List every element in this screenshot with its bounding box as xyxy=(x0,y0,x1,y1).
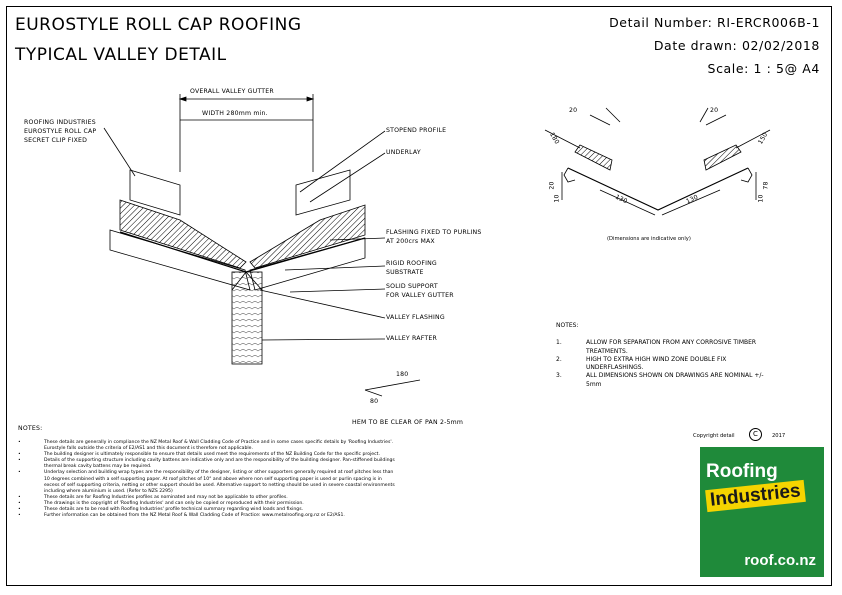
label-hem: HEM TO BE CLEAR OF PAN 2-5mm xyxy=(352,419,464,426)
label-dim-180: 180 xyxy=(396,371,409,378)
valley-rafter xyxy=(231,271,263,365)
label-solid-1: SOLID SUPPORT xyxy=(386,283,438,290)
label-dim-80: 80 xyxy=(370,398,379,405)
drawing-title-line1: EUROSTYLE ROLL CAP ROOFING xyxy=(15,15,302,35)
label-underlay: UNDERLAY xyxy=(386,149,421,156)
section-dim-10b: 10 xyxy=(757,194,765,203)
note-item: •The drawings is the copyright of 'Roofi… xyxy=(18,500,304,506)
section-caption: (Dimensions are indicative only) xyxy=(607,236,691,242)
note-item: including where aluminium is used. (Refe… xyxy=(44,488,173,494)
note-item: •The building designer is ultimately res… xyxy=(18,452,380,458)
label-rigid-1: RIGID ROOFING xyxy=(386,260,437,267)
label-width: WIDTH 280mm min. xyxy=(202,110,268,117)
logo-line1: Roofing xyxy=(706,461,778,482)
label-roll-cap-3: SECRET CLIP FIXED xyxy=(24,137,88,144)
note-item: 10 degrees combined with a self supporti… xyxy=(44,476,382,482)
left-roll-cap-panel xyxy=(129,169,181,216)
label-valley-flashing: VALLEY FLASHING xyxy=(386,314,445,321)
copyright-year: 2017 xyxy=(772,433,786,439)
label-flashing-1: FLASHING FIXED TO PURLINS xyxy=(386,229,482,236)
right-note-item: 2.HIGH TO EXTRA HIGH WIND ZONE DOUBLE FI… xyxy=(556,355,727,372)
section-dim-20b: 20 xyxy=(710,107,719,114)
section-dim-10: 10 xyxy=(553,194,561,203)
right-notes-heading: NOTES: xyxy=(556,322,579,329)
drawing-sheet-border xyxy=(6,6,832,586)
right-note-item: 1.ALLOW FOR SEPARATION FROM ANY CORROSIV… xyxy=(556,339,757,355)
label-overall-gutter: OVERALL VALLEY GUTTER xyxy=(190,88,274,95)
roofing-industries-logo: Roofing Industries roof.co.nz xyxy=(700,447,824,577)
note-item: •These details are generally in complian… xyxy=(18,440,394,445)
notes-list: •These details are generally in complian… xyxy=(18,440,558,519)
copyright-text: Copyright detail xyxy=(693,433,735,439)
note-item: excess of self supporting criteria, nett… xyxy=(44,482,395,488)
notes-heading: NOTES: xyxy=(18,425,43,432)
note-item: Eurostyle falls outside the criteria of … xyxy=(44,446,253,452)
label-solid-2: FOR VALLEY GUTTER xyxy=(386,292,454,299)
detail-number: Detail Number: RI-ERCR006B-1 xyxy=(609,15,820,30)
label-rigid-2: SUBSTRATE xyxy=(386,269,424,276)
scale: Scale: 1 : 5@ A4 xyxy=(707,61,820,76)
label-flashing-2: AT 200crs MAX xyxy=(386,238,435,245)
note-item: •These details are for Roofing Industrie… xyxy=(18,494,288,500)
label-roll-cap-1: ROOFING INDUSTRIES xyxy=(24,119,96,126)
section-dim-20c: 20 xyxy=(548,181,556,190)
logo-website: roof.co.nz xyxy=(744,552,816,569)
right-note-item: 3.ALL DIMENSIONS SHOWN ON DRAWINGS ARE N… xyxy=(556,372,764,388)
date-drawn: Date drawn: 02/02/2018 xyxy=(653,38,820,53)
section-dim-20a: 20 xyxy=(569,107,578,114)
note-item: •These details are to be read with Roofi… xyxy=(18,507,304,513)
label-stopend: STOPEND PROFILE xyxy=(386,127,447,134)
note-item: •Underlay selection and building wrap ty… xyxy=(18,470,394,476)
copyright-icon: C xyxy=(749,428,762,441)
logo-line2: Industries xyxy=(705,479,806,513)
label-valley-rafter: VALLEY RAFTER xyxy=(386,335,437,342)
right-roll-cap-panel xyxy=(295,169,351,216)
valley-section-diagram xyxy=(544,107,771,216)
section-dim-78: 78 xyxy=(762,181,770,190)
label-roll-cap-2: EUROSTYLE ROLL CAP xyxy=(24,128,97,135)
right-notes: NOTES: 1.ALLOW FOR SEPARATION FROM ANY C… xyxy=(556,322,816,389)
drawing-title-line2: TYPICAL VALLEY DETAIL xyxy=(15,45,227,65)
note-item: thermal break cavity battens may be requ… xyxy=(44,464,152,470)
note-item: •Details of the supporting structure inc… xyxy=(18,458,395,464)
note-item: •Further information can be obtained fro… xyxy=(18,513,345,519)
